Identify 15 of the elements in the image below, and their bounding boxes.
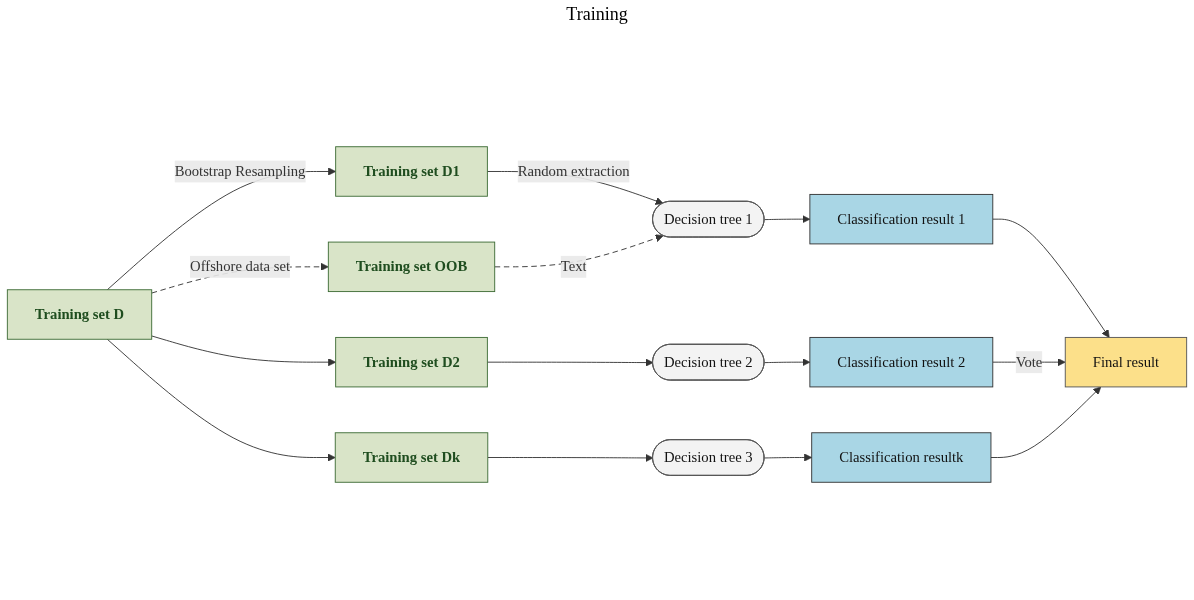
edge-label: Bootstrap Resampling <box>174 163 306 179</box>
node-box: Training set OOB <box>327 241 496 293</box>
node-box: Training set D1 <box>335 146 488 197</box>
edge-label: Offshore data set <box>190 258 290 275</box>
node-box: Classification result 1 <box>809 193 994 245</box>
edge-label: Vote <box>1015 353 1043 370</box>
node-box: Training set Dk <box>334 432 489 483</box>
node-box: Classification resultk <box>811 432 992 483</box>
edge-label: Random extraction <box>517 163 630 179</box>
node-box: Training set D <box>6 289 153 340</box>
node-box: Final result <box>1064 336 1188 388</box>
node-box: Training set D2 <box>335 336 488 388</box>
edge-label: Text <box>560 258 587 275</box>
node-box: Classification result 2 <box>809 336 994 388</box>
note-label: Training <box>566 4 628 24</box>
